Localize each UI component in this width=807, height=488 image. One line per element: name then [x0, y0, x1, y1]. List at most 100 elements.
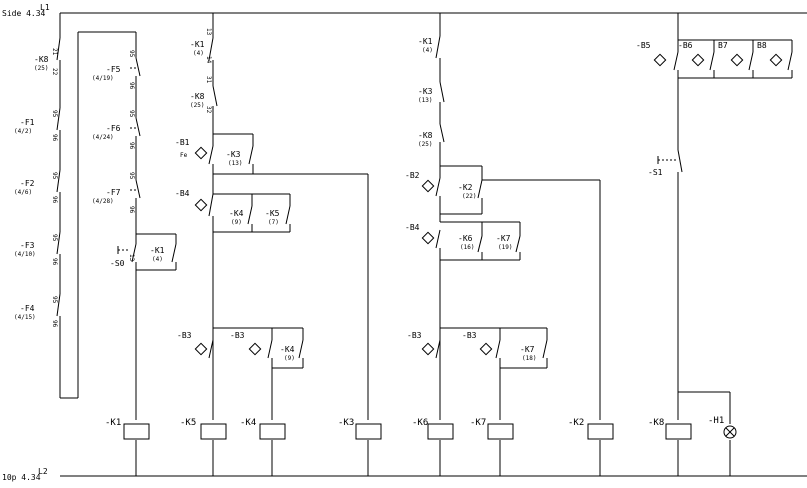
f3-tag: -F3 [20, 241, 35, 250]
c4-k6-tag: -K6 [458, 234, 473, 243]
b2-tag: -B2 [405, 171, 420, 180]
svg-text:(4/2): (4/2) [14, 128, 32, 135]
column-1-protection-chain: 21 22 -K8 (25) 95 96 -F1 (4/2) 95 96 -F2… [14, 13, 136, 399]
svg-text:95: 95 [128, 110, 135, 118]
f1-tag: -F1 [20, 118, 35, 127]
svg-text:22: 22 [51, 68, 58, 76]
c3-k4-tag: -K4 [229, 209, 244, 218]
f2-tag: -F2 [20, 179, 35, 188]
column-3-stage1: -K1 (4) 13 14 -K8 (25) 31 32 -B1 Fe -K3 … [175, 13, 369, 420]
column-2-overloads: 95 96 -F5 (4/19) 95 96 -F6 (4/24) 95 96 … [92, 32, 177, 420]
svg-text:13: 13 [128, 254, 135, 262]
c3-k5-tag: -K5 [265, 209, 280, 218]
svg-text:96: 96 [51, 134, 58, 142]
c3-k4b-tag: -K4 [280, 345, 295, 354]
coil-k7: -K7 [470, 418, 514, 440]
svg-text:(16): (16) [460, 244, 474, 251]
b8-tag: B8 [757, 41, 767, 50]
svg-text:(4/19): (4/19) [92, 75, 114, 82]
svg-text:95: 95 [51, 172, 58, 180]
svg-text:-K6: -K6 [412, 418, 428, 428]
coil-k1: -K1 [105, 418, 150, 440]
c4-b3b-tag: -B3 [462, 331, 477, 340]
c4-k2-tag: -K2 [458, 183, 473, 192]
c4-k3-tag: -K3 [418, 87, 433, 96]
svg-text:21: 21 [51, 48, 58, 56]
c3-b3b-tag: -B3 [230, 331, 245, 340]
k8-tag: -K8 [34, 55, 49, 64]
svg-text:-K7: -K7 [470, 418, 486, 428]
svg-text:(4): (4) [152, 256, 163, 263]
svg-text:(13): (13) [418, 97, 432, 104]
c4-b3a-tag: -B3 [407, 331, 422, 340]
s1-tag: -S1 [648, 168, 663, 177]
column-5-sensors: -B5 -B6 B7 B8 -S1 [636, 13, 793, 476]
svg-text:(4/6): (4/6) [14, 189, 32, 196]
b6-tag: -B6 [678, 41, 693, 50]
s0-tag: -S0 [110, 259, 125, 268]
svg-text:(19): (19) [498, 244, 512, 251]
svg-text:96: 96 [51, 258, 58, 266]
svg-text:-K5: -K5 [180, 418, 196, 428]
top-rail-id: L1 [40, 3, 50, 12]
svg-text:96: 96 [51, 196, 58, 204]
coil-k6: -K6 [412, 418, 454, 440]
svg-text:96: 96 [128, 82, 135, 90]
svg-text:(22): (22) [462, 193, 476, 200]
c4-b4-tag: -B4 [405, 223, 420, 232]
top-rail-label: Side 4.34 [2, 9, 46, 18]
svg-text:95: 95 [51, 234, 58, 242]
c3-b4-tag: -B4 [175, 189, 190, 198]
c3-k8-tag: -K8 [190, 92, 205, 101]
svg-text:-K2: -K2 [568, 418, 584, 428]
f4-tag: -F4 [20, 304, 35, 313]
svg-text:-K3: -K3 [338, 418, 354, 428]
column-4-stage2: -K1 (4) -K3 (13) -K8 (25) -B2 -K2 (22) -… [405, 13, 601, 420]
svg-text:96: 96 [51, 320, 58, 328]
svg-text:(7): (7) [268, 219, 279, 226]
bottom-rail-id: L2 [38, 467, 48, 476]
svg-text:-H1: -H1 [708, 416, 724, 426]
c3-b3a-tag: -B3 [177, 331, 192, 340]
svg-text:31: 31 [205, 76, 212, 84]
svg-text:(25): (25) [418, 141, 432, 148]
svg-text:95: 95 [128, 172, 135, 180]
coil-k8: -K8 [648, 418, 692, 440]
coil-k3: -K3 [338, 418, 382, 440]
svg-text:(9): (9) [284, 355, 295, 362]
coil-k5: -K5 [180, 418, 227, 440]
c4-k7-tag: -K7 [496, 234, 511, 243]
svg-text:Fe: Fe [180, 152, 188, 159]
svg-text:(4/28): (4/28) [92, 198, 114, 205]
svg-text:14: 14 [205, 56, 212, 64]
svg-text:(25): (25) [190, 102, 204, 109]
coil-k4: -K4 [240, 418, 286, 440]
svg-text:(4): (4) [193, 50, 204, 57]
svg-text:(9): (9) [231, 219, 242, 226]
svg-text:-K8: -K8 [648, 418, 664, 428]
f7-tag: -F7 [106, 188, 121, 197]
svg-text:13: 13 [205, 28, 212, 36]
f5-tag: -F5 [106, 65, 121, 74]
svg-text:96: 96 [128, 142, 135, 150]
svg-text:(4/15): (4/15) [14, 314, 36, 321]
svg-text:-K1: -K1 [105, 418, 121, 428]
c4-k1-tag: -K1 [418, 37, 433, 46]
lamp-h1: -H1 [708, 416, 737, 439]
svg-text:(4/24): (4/24) [92, 134, 114, 141]
svg-text:95: 95 [51, 110, 58, 118]
svg-text:95: 95 [51, 296, 58, 304]
top-rail: Side 4.34 L1 [2, 3, 807, 18]
svg-text:(18): (18) [522, 355, 536, 362]
c3-k3-tag: -K3 [226, 150, 241, 159]
coil-k2: -K2 [568, 418, 614, 440]
svg-text:96: 96 [128, 206, 135, 214]
b1-tag: -B1 [175, 138, 190, 147]
svg-text:(13): (13) [228, 160, 242, 167]
svg-text:(4): (4) [422, 47, 433, 54]
svg-text:(25): (25) [34, 65, 48, 72]
c3-k1-tag: -K1 [190, 40, 205, 49]
bottom-rail-label: 10p 4.34 [2, 473, 41, 482]
svg-text:(4/10): (4/10) [14, 251, 36, 258]
